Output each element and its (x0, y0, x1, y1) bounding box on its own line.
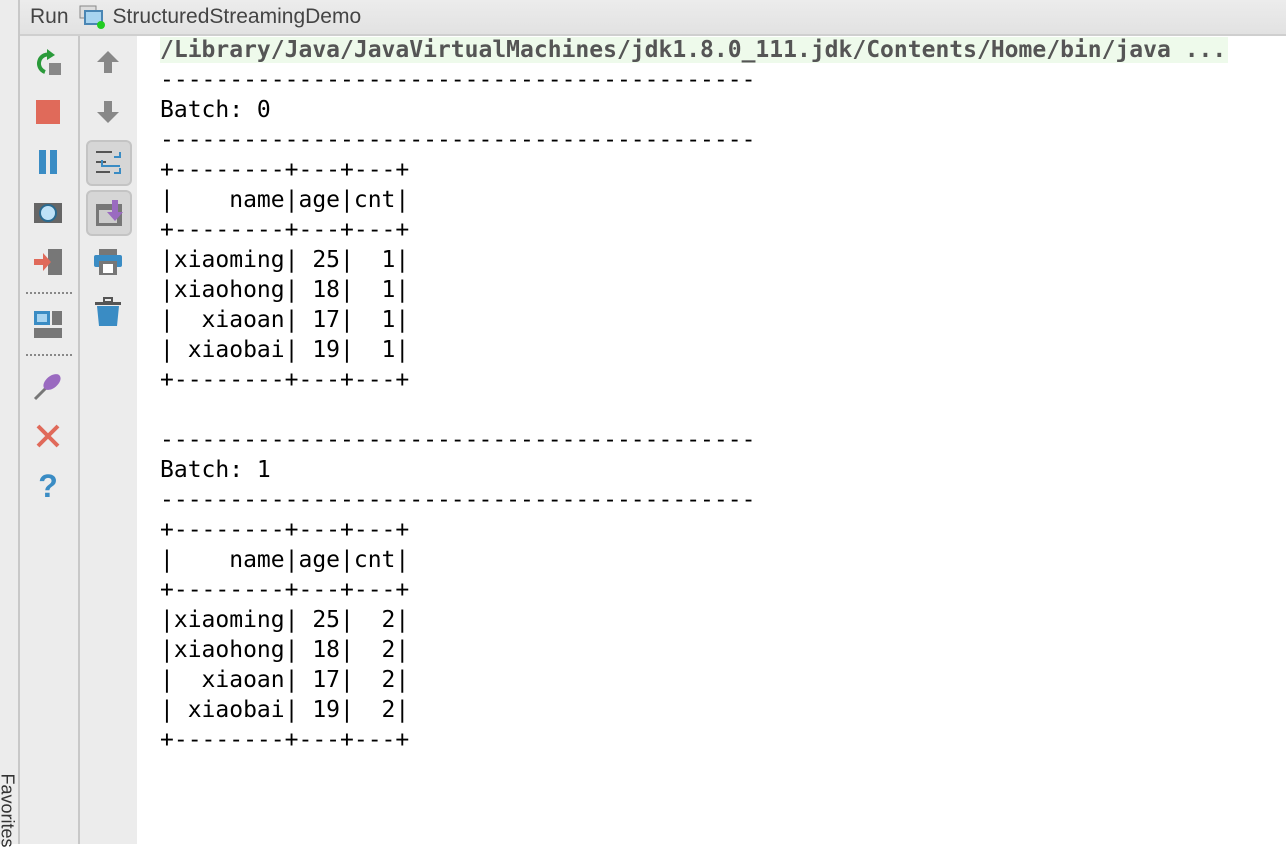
print-icon[interactable] (88, 242, 128, 282)
console-line: Batch: 1 (160, 457, 271, 483)
up-icon[interactable] (88, 42, 128, 82)
exit-icon[interactable] (28, 242, 68, 282)
console-line: | name|age|cnt| (160, 547, 410, 573)
help-icon[interactable]: ? (38, 467, 58, 504)
run-tool-window-header: Run StructuredStreamingDemo (20, 0, 1286, 36)
console-line: | name|age|cnt| (160, 187, 410, 213)
console-line: +--------+---+---+ (160, 367, 410, 393)
console-line (160, 395, 1228, 425)
console-line: +--------+---+---+ (160, 727, 410, 753)
soft-wrap-icon[interactable] (86, 140, 132, 186)
console-line: +--------+---+---+ (160, 157, 410, 183)
run-label: Run (30, 5, 69, 28)
console-line: ----------------------------------------… (160, 67, 756, 93)
dump-threads-icon[interactable] (28, 192, 68, 232)
favorites-side-strip: Favorites (0, 0, 20, 848)
console-line: | xiaoan| 17| 1| (160, 307, 410, 333)
pin-tab-icon[interactable] (28, 366, 68, 406)
toolbar-separator (26, 354, 72, 356)
run-toolbar-right (80, 36, 137, 844)
console-output[interactable]: /Library/Java/JavaVirtualMachines/jdk1.8… (160, 35, 1229, 755)
run-config-name: StructuredStreamingDemo (112, 5, 362, 28)
console-line: +--------+---+---+ (160, 217, 410, 243)
toolbar-separator (26, 292, 72, 294)
down-icon[interactable] (88, 92, 128, 132)
console-line: +--------+---+---+ (160, 577, 410, 603)
console-line: |xiaohong| 18| 1| (160, 277, 410, 303)
pause-icon[interactable] (28, 142, 68, 182)
scroll-to-end-icon[interactable] (86, 190, 132, 236)
console-line: |xiaohong| 18| 2| (160, 637, 410, 663)
console-line: | xiaoan| 17| 2| (160, 667, 410, 693)
close-icon[interactable] (28, 416, 68, 456)
console-line: Batch: 0 (160, 97, 271, 123)
run-toolbar-left: ? (20, 36, 80, 844)
console-line: | xiaobai| 19| 1| (160, 337, 410, 363)
favorites-tab[interactable]: Favorites (0, 773, 18, 848)
rerun-icon[interactable] (28, 42, 68, 82)
console-command-line: /Library/Java/JavaVirtualMachines/jdk1.8… (160, 37, 1229, 63)
console-line: ----------------------------------------… (160, 127, 756, 153)
console-line: | xiaobai| 19| 2| (160, 697, 410, 723)
stop-icon[interactable] (28, 92, 68, 132)
restore-layout-icon[interactable] (28, 304, 68, 344)
clear-all-icon[interactable] (88, 292, 128, 332)
console-line: +--------+---+---+ (160, 517, 410, 543)
console-line: |xiaoming| 25| 1| (160, 247, 410, 273)
run-config-icon (79, 5, 105, 29)
console-line: ----------------------------------------… (160, 427, 756, 453)
console-line: ----------------------------------------… (160, 487, 756, 513)
console-line: |xiaoming| 25| 2| (160, 607, 410, 633)
